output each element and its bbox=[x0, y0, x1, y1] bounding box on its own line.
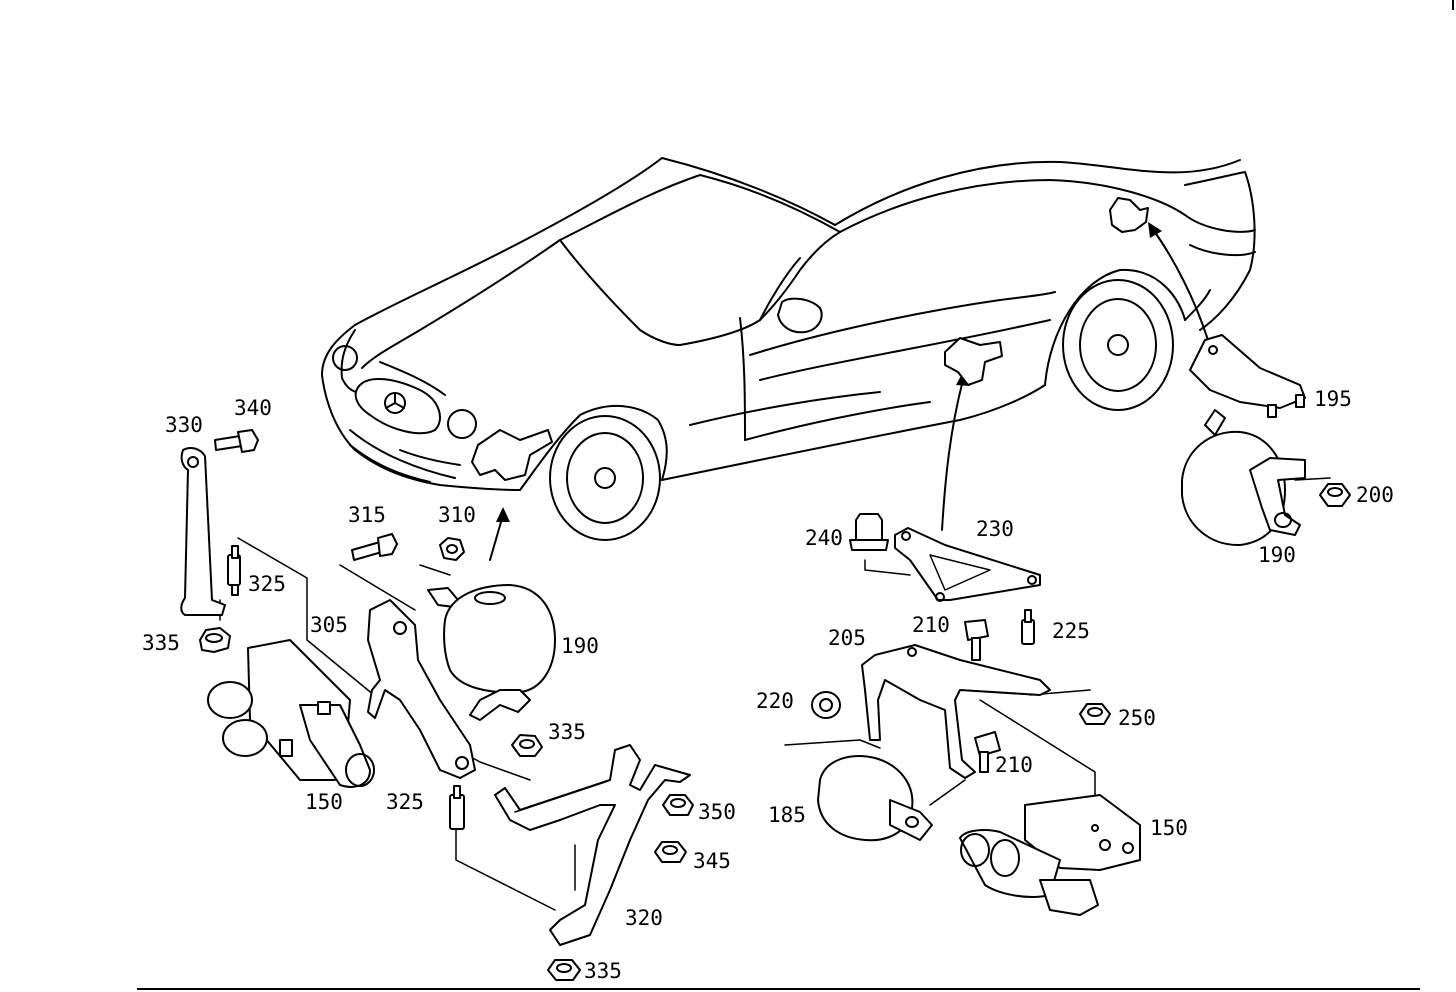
accumulator-190-right bbox=[1181, 409, 1306, 547]
bracket-320 bbox=[494, 744, 691, 946]
label-200: 200 bbox=[1356, 483, 1394, 507]
nut-335-middle bbox=[511, 734, 543, 757]
label-335-bottom: 335 bbox=[584, 959, 622, 983]
label-195: 195 bbox=[1314, 387, 1352, 411]
label-225: 225 bbox=[1052, 619, 1090, 643]
accumulator-190-left bbox=[427, 584, 556, 721]
nut-200 bbox=[1319, 483, 1351, 507]
label-305: 305 bbox=[310, 613, 348, 637]
label-340: 340 bbox=[234, 396, 272, 420]
label-190-left: 190 bbox=[561, 634, 599, 658]
bolt-315 bbox=[351, 533, 398, 561]
nut-350 bbox=[662, 794, 694, 816]
label-185: 185 bbox=[768, 803, 806, 827]
label-335-middle: 335 bbox=[548, 720, 586, 744]
bracket-195 bbox=[1189, 334, 1306, 418]
part-number-labels: 330 340 315 310 325 305 335 190 335 150 … bbox=[142, 387, 1394, 983]
stud-325-left bbox=[227, 545, 241, 596]
label-350: 350 bbox=[698, 800, 736, 824]
rear-valve-assembly bbox=[1109, 197, 1149, 233]
car-illustration bbox=[321, 157, 1256, 541]
accumulator-185 bbox=[817, 755, 933, 842]
valve-block-150-right bbox=[959, 794, 1141, 916]
bolt-210-middle bbox=[974, 731, 1001, 773]
door-valve-assembly bbox=[944, 337, 1003, 386]
nut-310 bbox=[439, 537, 465, 561]
label-320: 320 bbox=[625, 906, 663, 930]
nut-345 bbox=[654, 841, 687, 863]
label-220: 220 bbox=[756, 689, 794, 713]
label-335-left: 335 bbox=[142, 631, 180, 655]
valve-block-150-left bbox=[207, 639, 375, 788]
nut-335-left bbox=[199, 627, 231, 653]
label-315: 315 bbox=[348, 503, 386, 527]
label-205: 205 bbox=[828, 626, 866, 650]
label-345: 345 bbox=[693, 849, 731, 873]
nut-240 bbox=[849, 513, 889, 551]
nut-220 bbox=[811, 691, 841, 719]
bolt-340 bbox=[214, 429, 259, 453]
bracket-230 bbox=[894, 527, 1041, 602]
label-330: 330 bbox=[165, 413, 203, 437]
label-240: 240 bbox=[805, 526, 843, 550]
bracket-305 bbox=[367, 599, 476, 779]
left-parts bbox=[180, 429, 694, 981]
label-325-middle: 325 bbox=[386, 790, 424, 814]
label-310: 310 bbox=[438, 503, 476, 527]
nut-250 bbox=[1079, 703, 1111, 725]
label-210-top: 210 bbox=[912, 613, 950, 637]
sensor-arm-330 bbox=[180, 447, 226, 616]
bracket-205 bbox=[861, 644, 1051, 779]
nut-335-bottom bbox=[547, 959, 581, 981]
label-150-left: 150 bbox=[305, 790, 343, 814]
stud-325-middle bbox=[449, 785, 465, 830]
label-250: 250 bbox=[1118, 706, 1156, 730]
front-valve-assembly bbox=[471, 429, 553, 481]
label-325-left: 325 bbox=[248, 572, 286, 596]
stud-225 bbox=[1021, 609, 1035, 645]
label-190-right: 190 bbox=[1258, 543, 1296, 567]
label-230: 230 bbox=[976, 517, 1014, 541]
bolt-210-top bbox=[964, 619, 989, 661]
label-150-right: 150 bbox=[1150, 816, 1188, 840]
right-parts bbox=[811, 197, 1351, 916]
label-210-middle: 210 bbox=[995, 753, 1033, 777]
